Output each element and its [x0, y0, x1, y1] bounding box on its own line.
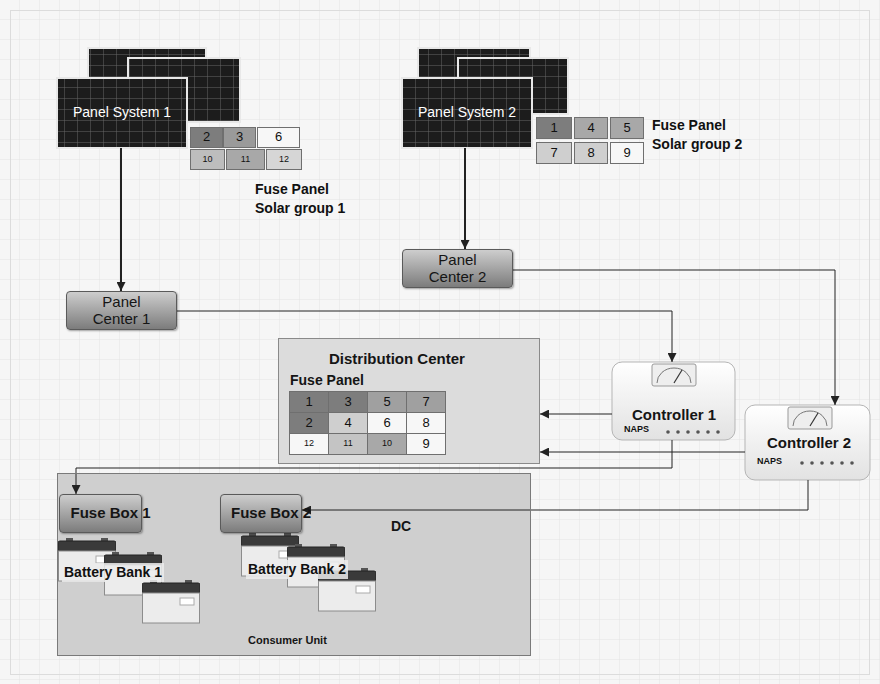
fuse-cell: 6: [257, 127, 300, 148]
fuse-cell: 12: [289, 433, 329, 455]
fuse-cell: 4: [328, 412, 368, 434]
fuse-cell: 1: [536, 117, 572, 139]
fuse-cell: 6: [367, 412, 407, 434]
fuse-cell: 9: [610, 142, 644, 164]
node-text: Controller 2: [767, 435, 851, 452]
charge-controller: Controller 2: [745, 405, 870, 480]
fuse-box: Fuse Box 1: [59, 494, 142, 533]
fuse-cell: 9: [406, 433, 446, 455]
brand-mark: NAPS: [757, 455, 782, 467]
fuse-cell: 12: [266, 149, 302, 170]
fuse-cell: 11: [328, 433, 368, 455]
indicator-dots: [800, 461, 854, 465]
controller-body: [745, 405, 870, 480]
meter-needle: [810, 413, 818, 426]
fuse-cell: 7: [536, 142, 572, 164]
controller-device: [745, 405, 870, 480]
controller-body: [612, 362, 735, 440]
fuse-cell: 8: [406, 412, 446, 434]
fuse-cell: 5: [367, 391, 407, 413]
fuse-cell: 2: [190, 127, 223, 148]
fuse-cell: 4: [574, 117, 608, 139]
fuse-cell: 2: [289, 412, 329, 434]
meter-needle: [674, 370, 682, 383]
meter-scale: [657, 368, 691, 383]
battery-bank-label: Battery Bank 1: [62, 563, 164, 582]
node-text: Fuse Box 1: [71, 505, 131, 522]
solar-panel-system: Panel System 1: [57, 78, 187, 148]
panel-center-box: Panel Center 2: [402, 249, 513, 288]
fuse-cell: 7: [406, 391, 446, 413]
fuse-box: Fuse Box 2: [220, 494, 302, 533]
indicator-dots: [666, 430, 720, 434]
node-text: Fuse Box 2: [231, 505, 291, 522]
node-text: Panel System 2: [418, 105, 516, 120]
solar-panel-system: Panel System 2: [402, 78, 532, 148]
node-text: Panel System 1: [73, 105, 171, 120]
battery: [142, 580, 200, 623]
fuse-cell: 1: [289, 391, 329, 413]
controller-device: [612, 362, 735, 440]
controller-meter: [788, 407, 832, 429]
node-text: Fuse Panel: [290, 373, 364, 388]
fuse-panel-caption: Fuse Panel Solar group 1: [255, 180, 367, 218]
connector-arrow: [540, 414, 612, 415]
connector-arrow: [464, 148, 466, 249]
node-text: Distribution Center: [329, 351, 465, 368]
solar-panel: [57, 78, 187, 148]
connector-arrow: [513, 270, 835, 405]
connector-arrow: [302, 480, 808, 510]
node-text: Panel Center 1: [82, 294, 162, 327]
fuse-cell: 11: [226, 149, 265, 170]
connector-arrow: [120, 148, 122, 291]
node-text: Panel Center 2: [418, 252, 498, 285]
controller-meter: [652, 364, 696, 386]
fuse-cell: 8: [574, 142, 608, 164]
panel-center-box: Panel Center 1: [66, 291, 177, 330]
brand-mark: NAPS: [624, 423, 649, 435]
solar-panel: [402, 78, 532, 148]
fuse-cell: 10: [367, 433, 407, 455]
battery-bank: [241, 533, 376, 611]
battery-bank-label: Battery Bank 2: [246, 560, 348, 579]
node-text: Controller 1: [632, 407, 716, 424]
node-text: DC: [391, 519, 411, 534]
fuse-cell: 10: [190, 149, 225, 170]
node-text: Consumer Unit: [248, 634, 327, 646]
battery-bank: [58, 538, 200, 623]
meter-scale: [793, 411, 827, 426]
fuse-cell: 3: [328, 391, 368, 413]
consumer-unit-ground: [57, 473, 531, 656]
page-frame: [11, 11, 870, 675]
connector-arrow: [540, 452, 745, 453]
solar-panels: [57, 48, 568, 148]
fuse-panel-caption: Fuse Panel Solar group 2: [652, 116, 764, 154]
fuse-cell: 5: [610, 117, 644, 139]
fuse-cell: 3: [223, 127, 256, 148]
